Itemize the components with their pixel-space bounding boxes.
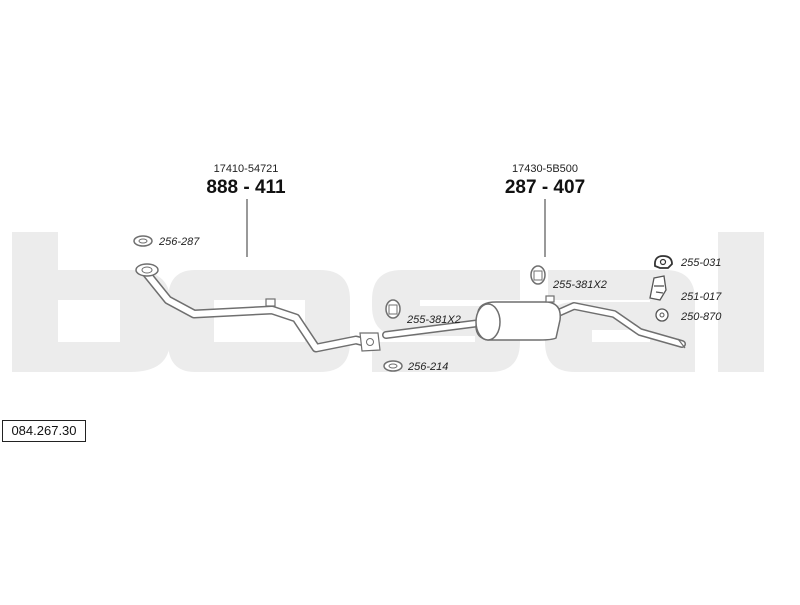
clamp-icon [385,299,401,319]
watermark-letter-o [168,270,350,372]
front-pipe-oe-number: 17410-54721 [214,163,279,175]
front-pipe-flange [135,263,159,277]
clamp-rear-label: 255-381X2 [552,279,607,291]
rear-section-part-number: 287 - 407 [505,177,585,198]
gasket-icon-hole [388,363,398,369]
watermark-letter-l [718,232,764,372]
front-pipe-core [144,271,371,351]
rear-section-oe-number: 17430-5B500 [512,163,578,175]
gasket-icon [383,360,403,372]
tail-pipe-core [553,303,685,347]
gasket-icon [133,235,153,247]
front-pipe [142,269,373,353]
rear-section [382,302,686,348]
front-pipe-end-flange [359,332,381,352]
rubber-mount-icon [654,255,673,269]
clamp-front-label: 255-381X2 [406,314,461,326]
watermark-letter-s [372,270,520,372]
gasket-icon-hole [138,238,148,244]
bracket-icon [649,275,667,301]
front-pipe-part-number: 888 - 411 [206,177,286,198]
front-pipe-end-hole [366,338,374,346]
clamp-icon [530,265,546,285]
muffler-end-cap [475,303,501,341]
intermediate-pipe-core [383,320,483,338]
front-pipe-flange-hole [141,266,153,274]
ring-label: 250-870 [680,311,722,323]
rubber-mount-label: 255-031 [680,257,721,269]
gasket-front-label: 256-287 [158,236,200,248]
ring-icon [655,308,669,322]
tail-pipe-end [677,338,686,349]
watermark-letter-b [12,232,170,372]
catalog-number: 084.267.30 [2,420,86,442]
gasket-mid-label: 256-214 [407,361,448,373]
front-pipe-hanger [265,298,276,307]
bracket-label: 251-017 [680,291,722,303]
muffler-hanger [545,295,555,303]
